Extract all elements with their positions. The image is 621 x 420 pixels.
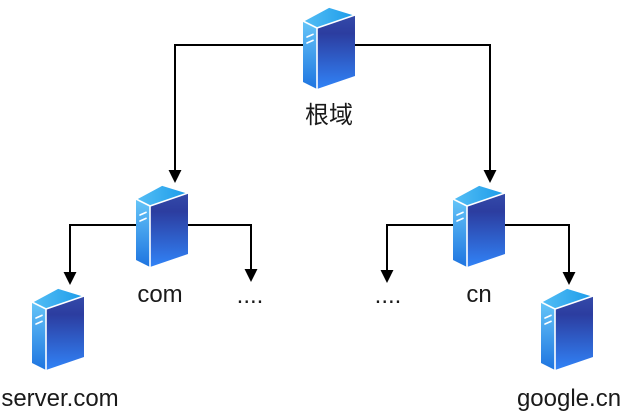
server-icon-root: [302, 6, 356, 90]
edge-group: [63, 44, 576, 285]
node-label-root: 根域: [305, 102, 353, 129]
node-label-com-others: ....: [236, 282, 264, 309]
node-label-google-cn: google.cn: [516, 385, 621, 412]
edge-cn-others: [380, 224, 454, 283]
node-label-server-com: server.com: [1, 385, 119, 412]
node-label-com: com: [137, 281, 183, 308]
server-icon-google-cn: [540, 287, 594, 371]
server-icon-com: [135, 184, 189, 268]
node-label-cn-others: ....: [374, 282, 402, 309]
edge-cn-googlecn: [505, 224, 576, 285]
server-icon-server-com: [31, 287, 85, 371]
edge-root-com: [168, 44, 303, 183]
edge-root-cn: [355, 44, 497, 183]
edge-com-servercom: [63, 224, 137, 285]
server-icon-cn: [452, 184, 506, 268]
edge-com-others: [187, 224, 258, 282]
node-label-cn: cn: [466, 281, 492, 308]
